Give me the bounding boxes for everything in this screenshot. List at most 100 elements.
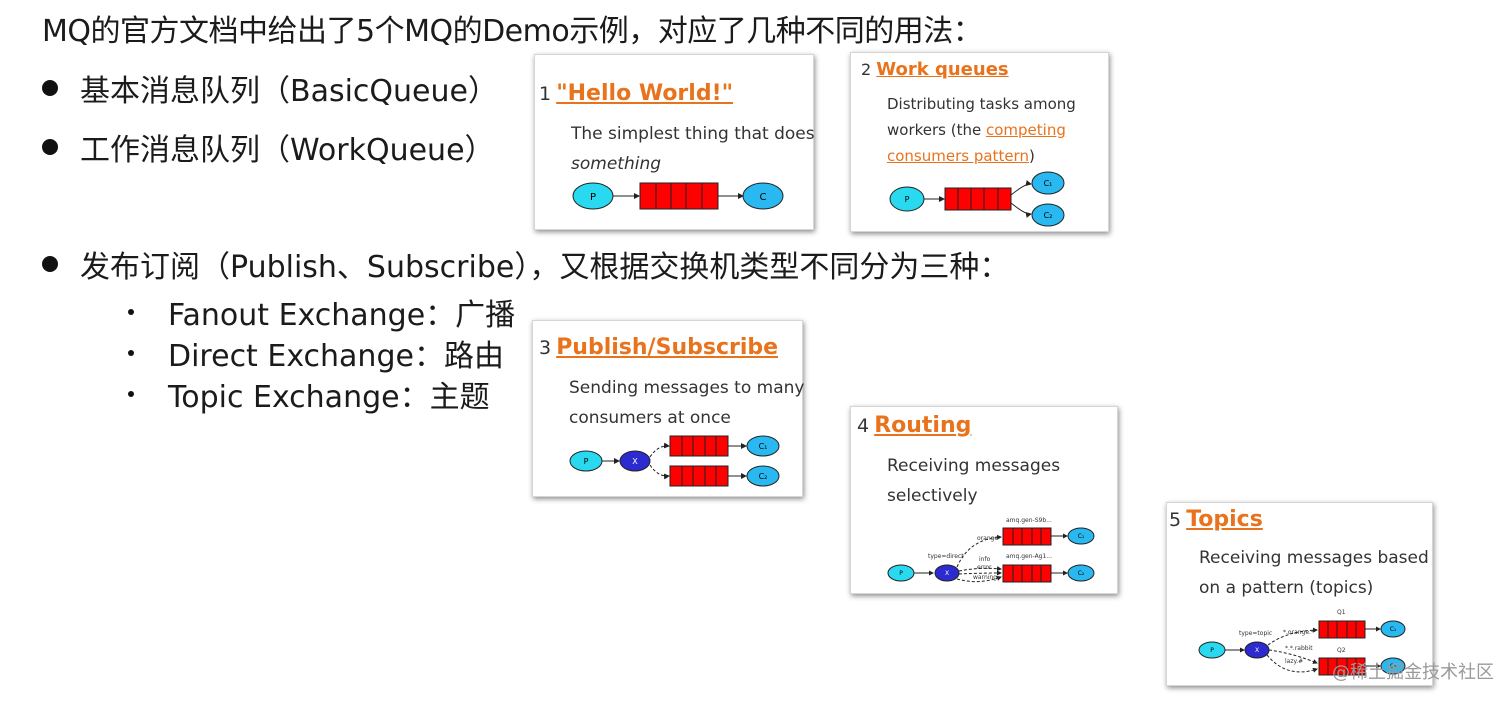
routing-key: error <box>977 564 992 571</box>
consumer-node <box>1067 527 1095 545</box>
queue <box>669 465 729 487</box>
consumer-label: C₁ <box>759 442 768 451</box>
queue <box>669 435 729 457</box>
card-description: The simplest thing that does something <box>571 119 815 179</box>
queue-name: Q1 <box>1337 609 1346 616</box>
card-description: Receiving messages selectively <box>887 451 1060 511</box>
consumer-label: C₁ <box>1044 179 1053 188</box>
bullet-work-queue: 工作消息队列（WorkQueue） <box>42 125 495 169</box>
producer-label: P <box>1210 647 1214 654</box>
queue-name: Q2 <box>1337 647 1346 654</box>
consumer-node <box>1031 203 1065 227</box>
consumer-label: C₂ <box>1078 570 1085 577</box>
routing-diagram: P type=direct X orange info error warnin… <box>887 517 1095 583</box>
card-heading: 1 "Hello World!" <box>539 81 733 106</box>
arrow <box>1267 627 1318 646</box>
card-number: 4 <box>857 415 870 437</box>
card-title-link[interactable]: Topics <box>1186 507 1263 532</box>
consumer-node <box>1067 564 1095 582</box>
sub-bullet-text: Topic Exchange：主题 <box>168 380 490 415</box>
arrow <box>958 570 1002 576</box>
desc-line: selectively <box>887 486 978 506</box>
arrow <box>956 576 1002 583</box>
consumer-node <box>746 435 780 457</box>
desc-text: workers (the <box>887 121 986 139</box>
card-title-link[interactable]: "Hello World!" <box>556 81 734 106</box>
sub-bullet-direct: Direct Exchange：路由 <box>128 331 504 375</box>
queue <box>1002 527 1052 546</box>
bullet-basic-queue: 基本消息队列（BasicQueue） <box>42 66 498 110</box>
card-number: 2 <box>861 60 872 79</box>
desc-text: ) <box>1028 147 1035 165</box>
card-number: 3 <box>539 337 552 359</box>
bullet-dot <box>42 256 58 272</box>
card-topics: 5 Topics Receiving messages based on a p… <box>1166 502 1433 686</box>
card-heading: 3 Publish/Subscribe <box>539 335 778 360</box>
arrow <box>958 566 1002 572</box>
bullet-dot <box>42 139 58 155</box>
arrow <box>649 442 670 458</box>
queue-diagram: P C <box>572 182 784 210</box>
routing-key: warning <box>973 574 997 581</box>
card-title-link[interactable]: Work queues <box>876 59 1009 80</box>
queue <box>1002 564 1052 583</box>
routing-key: info <box>979 556 991 563</box>
desc-line: Receiving messages <box>887 456 1061 476</box>
queue <box>1318 620 1366 639</box>
consumer-label: C₂ <box>1044 211 1053 220</box>
queue-name: amq.gen-S9b... <box>1006 517 1052 524</box>
queue-diagram: P C₁ C₂ <box>889 171 1065 227</box>
sub-bullet-dot <box>128 350 134 356</box>
sub-bullet-fanout: Fanout Exchange：广播 <box>128 290 515 334</box>
consumer-label: C <box>760 192 767 203</box>
bullet-publish-subscribe: 发布订阅（Publish、Subscribe），又根据交换机类型不同分为三种： <box>42 242 1009 286</box>
producer-label: P <box>584 457 589 466</box>
desc-line: Distributing tasks among <box>887 95 1076 113</box>
consumer-node <box>1380 620 1406 638</box>
card-title-link[interactable]: Publish/Subscribe <box>556 335 779 360</box>
queue <box>639 182 719 210</box>
bullet-text: 发布订阅（Publish、Subscribe），又根据交换机类型不同分为三种： <box>80 250 1010 285</box>
desc-line: Receiving messages based <box>1199 548 1429 568</box>
producer-label: P <box>899 570 903 577</box>
arrow <box>1266 654 1318 673</box>
consumer-node <box>742 182 784 210</box>
desc-line: consumers at once <box>569 408 731 428</box>
bullet-text: 基本消息队列（BasicQueue） <box>80 74 498 109</box>
queue <box>944 187 1012 211</box>
card-title-link[interactable]: Routing <box>874 413 972 438</box>
watermark: @稀土掘金技术社区 <box>1332 662 1494 683</box>
queue-diagram: P X C₁ C₂ <box>569 435 780 487</box>
consumer-label: C₁ <box>1390 626 1397 633</box>
desc-line: consumers pattern) <box>887 143 1076 169</box>
consumer-node <box>746 465 780 487</box>
card-publish-subscribe: 3 Publish/Subscribe Sending messages to … <box>532 320 804 497</box>
arrow <box>649 464 670 480</box>
producer-label: P <box>905 195 910 204</box>
bullet-text: 工作消息队列（WorkQueue） <box>80 133 495 168</box>
desc-line: The simplest thing that does <box>571 124 815 144</box>
card-heading: 4 Routing <box>857 413 971 438</box>
competing-consumers-link[interactable]: consumers pattern <box>887 147 1029 165</box>
exchange-type-label: type=topic <box>1239 630 1272 637</box>
desc-line: something <box>571 154 662 174</box>
routing-key: *.*.rabbit <box>1285 645 1313 652</box>
competing-consumers-link[interactable]: competing <box>985 121 1066 139</box>
consumer-label: C₂ <box>1390 663 1397 670</box>
arrow <box>956 534 1002 568</box>
exchange-node <box>934 564 960 582</box>
arrow <box>1010 202 1032 218</box>
sub-bullet-topic: Topic Exchange：主题 <box>128 372 490 416</box>
exchange-node <box>619 450 651 472</box>
exchange-label: X <box>945 570 949 577</box>
exchange-type-label: type=direct <box>928 553 964 560</box>
queue-name: amq.gen-Ag1... <box>1006 553 1052 560</box>
card-hello-world: 1 "Hello World!" The simplest thing that… <box>534 54 815 230</box>
sub-bullet-dot <box>128 391 134 397</box>
routing-key: *.orange.* <box>1283 629 1314 636</box>
sub-bullet-text: Fanout Exchange：广播 <box>168 298 516 333</box>
page-title: MQ的官方文档中给出了5个MQ的Demo示例，对应了几种不同的用法： <box>42 14 983 49</box>
consumer-node <box>1380 657 1406 675</box>
card-number: 5 <box>1169 509 1182 531</box>
arrow <box>1010 180 1032 196</box>
